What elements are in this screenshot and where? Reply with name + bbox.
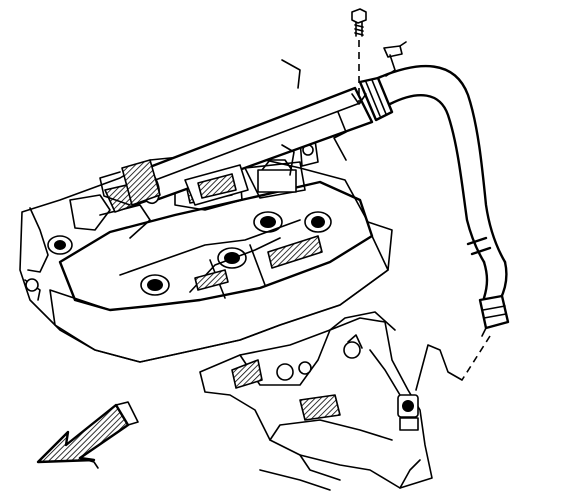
hose-fitting <box>478 294 510 337</box>
pipe-flange <box>184 164 249 206</box>
bolt-icon <box>351 8 367 37</box>
assembly-leader-lines <box>281 40 491 391</box>
hose-clamp <box>358 76 394 122</box>
spark-plug-wells <box>47 211 332 296</box>
pipe-bracket <box>383 41 407 77</box>
front-direction-arrow-icon <box>36 401 139 469</box>
mounting-bolt <box>351 8 367 37</box>
heater-hose <box>376 65 508 302</box>
exhaust-manifold <box>199 311 433 491</box>
manifold-stud <box>397 394 419 431</box>
coolant-pipe <box>99 86 374 206</box>
